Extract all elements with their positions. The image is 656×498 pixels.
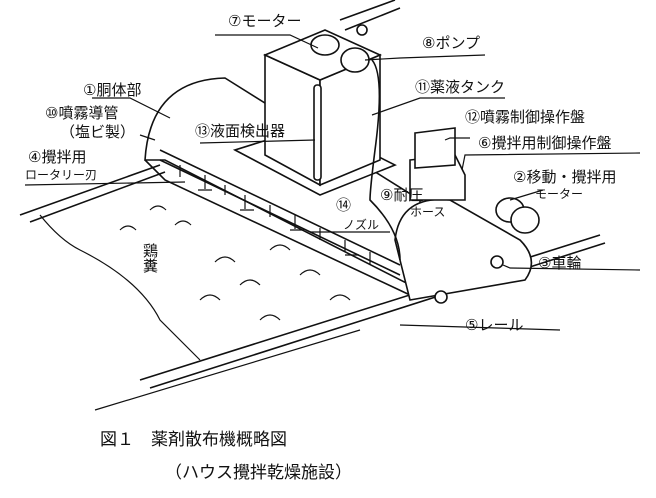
- label-spray-pipe: ⑩噴霧導管: [45, 104, 118, 122]
- label-stir: ④攪拌用: [28, 148, 86, 166]
- label-spray-panel: ⑫噴霧制御操作盤: [465, 108, 585, 126]
- label-tank: ⑪薬液タンク: [415, 78, 505, 96]
- label-rail: ⑤レール: [465, 316, 523, 334]
- label-nozzle-num: ⑭: [336, 196, 351, 214]
- figure-subtitle: （ハウス攪拌乾燥施設）: [165, 463, 352, 483]
- label-hose-2: ホース: [410, 205, 445, 219]
- label-nozzle: ノズル: [343, 217, 379, 232]
- label-spray-pipe-material: （塩ビ製）: [60, 123, 135, 141]
- control-panels: [409, 127, 540, 234]
- label-wheel: ③車輪: [538, 254, 581, 272]
- label-stir-panel: ⑥攪拌用制御操作盤: [478, 134, 611, 152]
- label-body: ①胴体部: [83, 81, 141, 99]
- label-pump: ⑧ポンプ: [422, 34, 480, 52]
- motor-pump: [310, 0, 401, 261]
- label-manure: 鶏糞: [141, 243, 159, 273]
- machine-body: [144, 77, 533, 301]
- label-level-sensor: ⑬液面検出器: [195, 122, 285, 140]
- tank: [232, 29, 397, 196]
- label-move-motor-2: モーター: [535, 187, 583, 201]
- figure-caption: 図１ 薬剤散布機概略図: [100, 430, 287, 450]
- manure-pile: [39, 205, 351, 361]
- wheel: [434, 290, 448, 304]
- wheel: [490, 255, 504, 269]
- leader-lines: [24, 34, 641, 331]
- label-move-motor: ②移動・攪拌用: [513, 168, 616, 186]
- label-hose: ⑨耐圧: [380, 186, 423, 204]
- label-motor: ⑦モーター: [228, 12, 301, 30]
- label-rotary-blade: ロータリー刃: [25, 168, 97, 182]
